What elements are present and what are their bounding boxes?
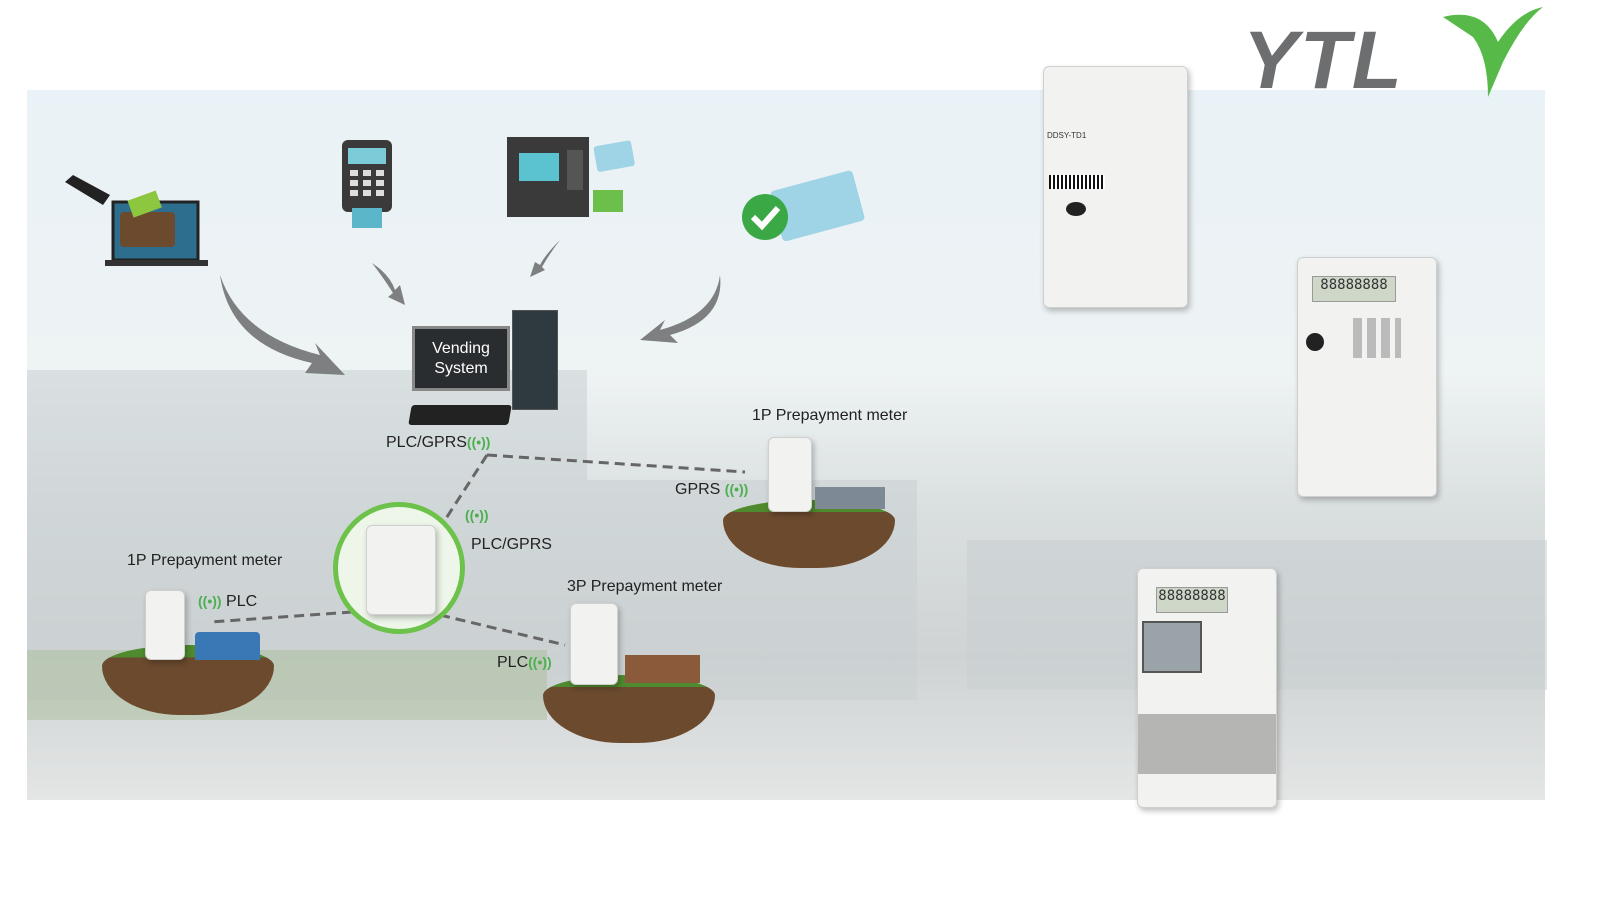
node-title: 1P Prepayment meter [752,407,908,424]
meter-image [570,603,618,685]
node-title: 3P Prepayment meter [567,578,723,595]
laptop-wallet-icon [65,175,208,266]
meter-image [768,437,812,512]
atm-card-icon [507,137,635,217]
node-title: 1P Prepayment meter [127,552,283,569]
vending-link-label: PLC/GPRS((•)) [386,434,491,451]
city-image [815,487,885,509]
factory-image [625,655,700,683]
ytl-logo: YTL [1243,7,1543,106]
concentrator-link-label: PLC/GPRS [471,536,552,553]
node-link-label: GPRS ((•)) [675,481,749,498]
node-link-label: PLC((•)) [497,654,552,671]
vending-screen-line2: System [434,360,488,377]
houses-image [195,632,260,660]
pos-terminal-icon [342,140,392,228]
data-concentrator [333,502,465,634]
three-phase-meter-photo: 88888888 [1137,568,1277,808]
meter-image [145,590,185,660]
floating-island [543,675,715,743]
flow-arrows [220,240,721,375]
concentrator-signal-icon: ((•)) [465,507,489,523]
vending-system-computer: Vending System [408,310,570,440]
node-link-label: ((•)) PLC [198,593,258,610]
din-rail-meter-photo: DDSY-TD1 [1043,66,1188,308]
keypad-meter-photo: 88888888 [1297,257,1437,497]
bird-icon [1443,7,1543,97]
card-check-icon [742,170,865,242]
signal-icon: ((•)) [466,434,491,450]
floating-island [723,500,895,568]
vending-screen-line1: Vending [432,340,490,357]
